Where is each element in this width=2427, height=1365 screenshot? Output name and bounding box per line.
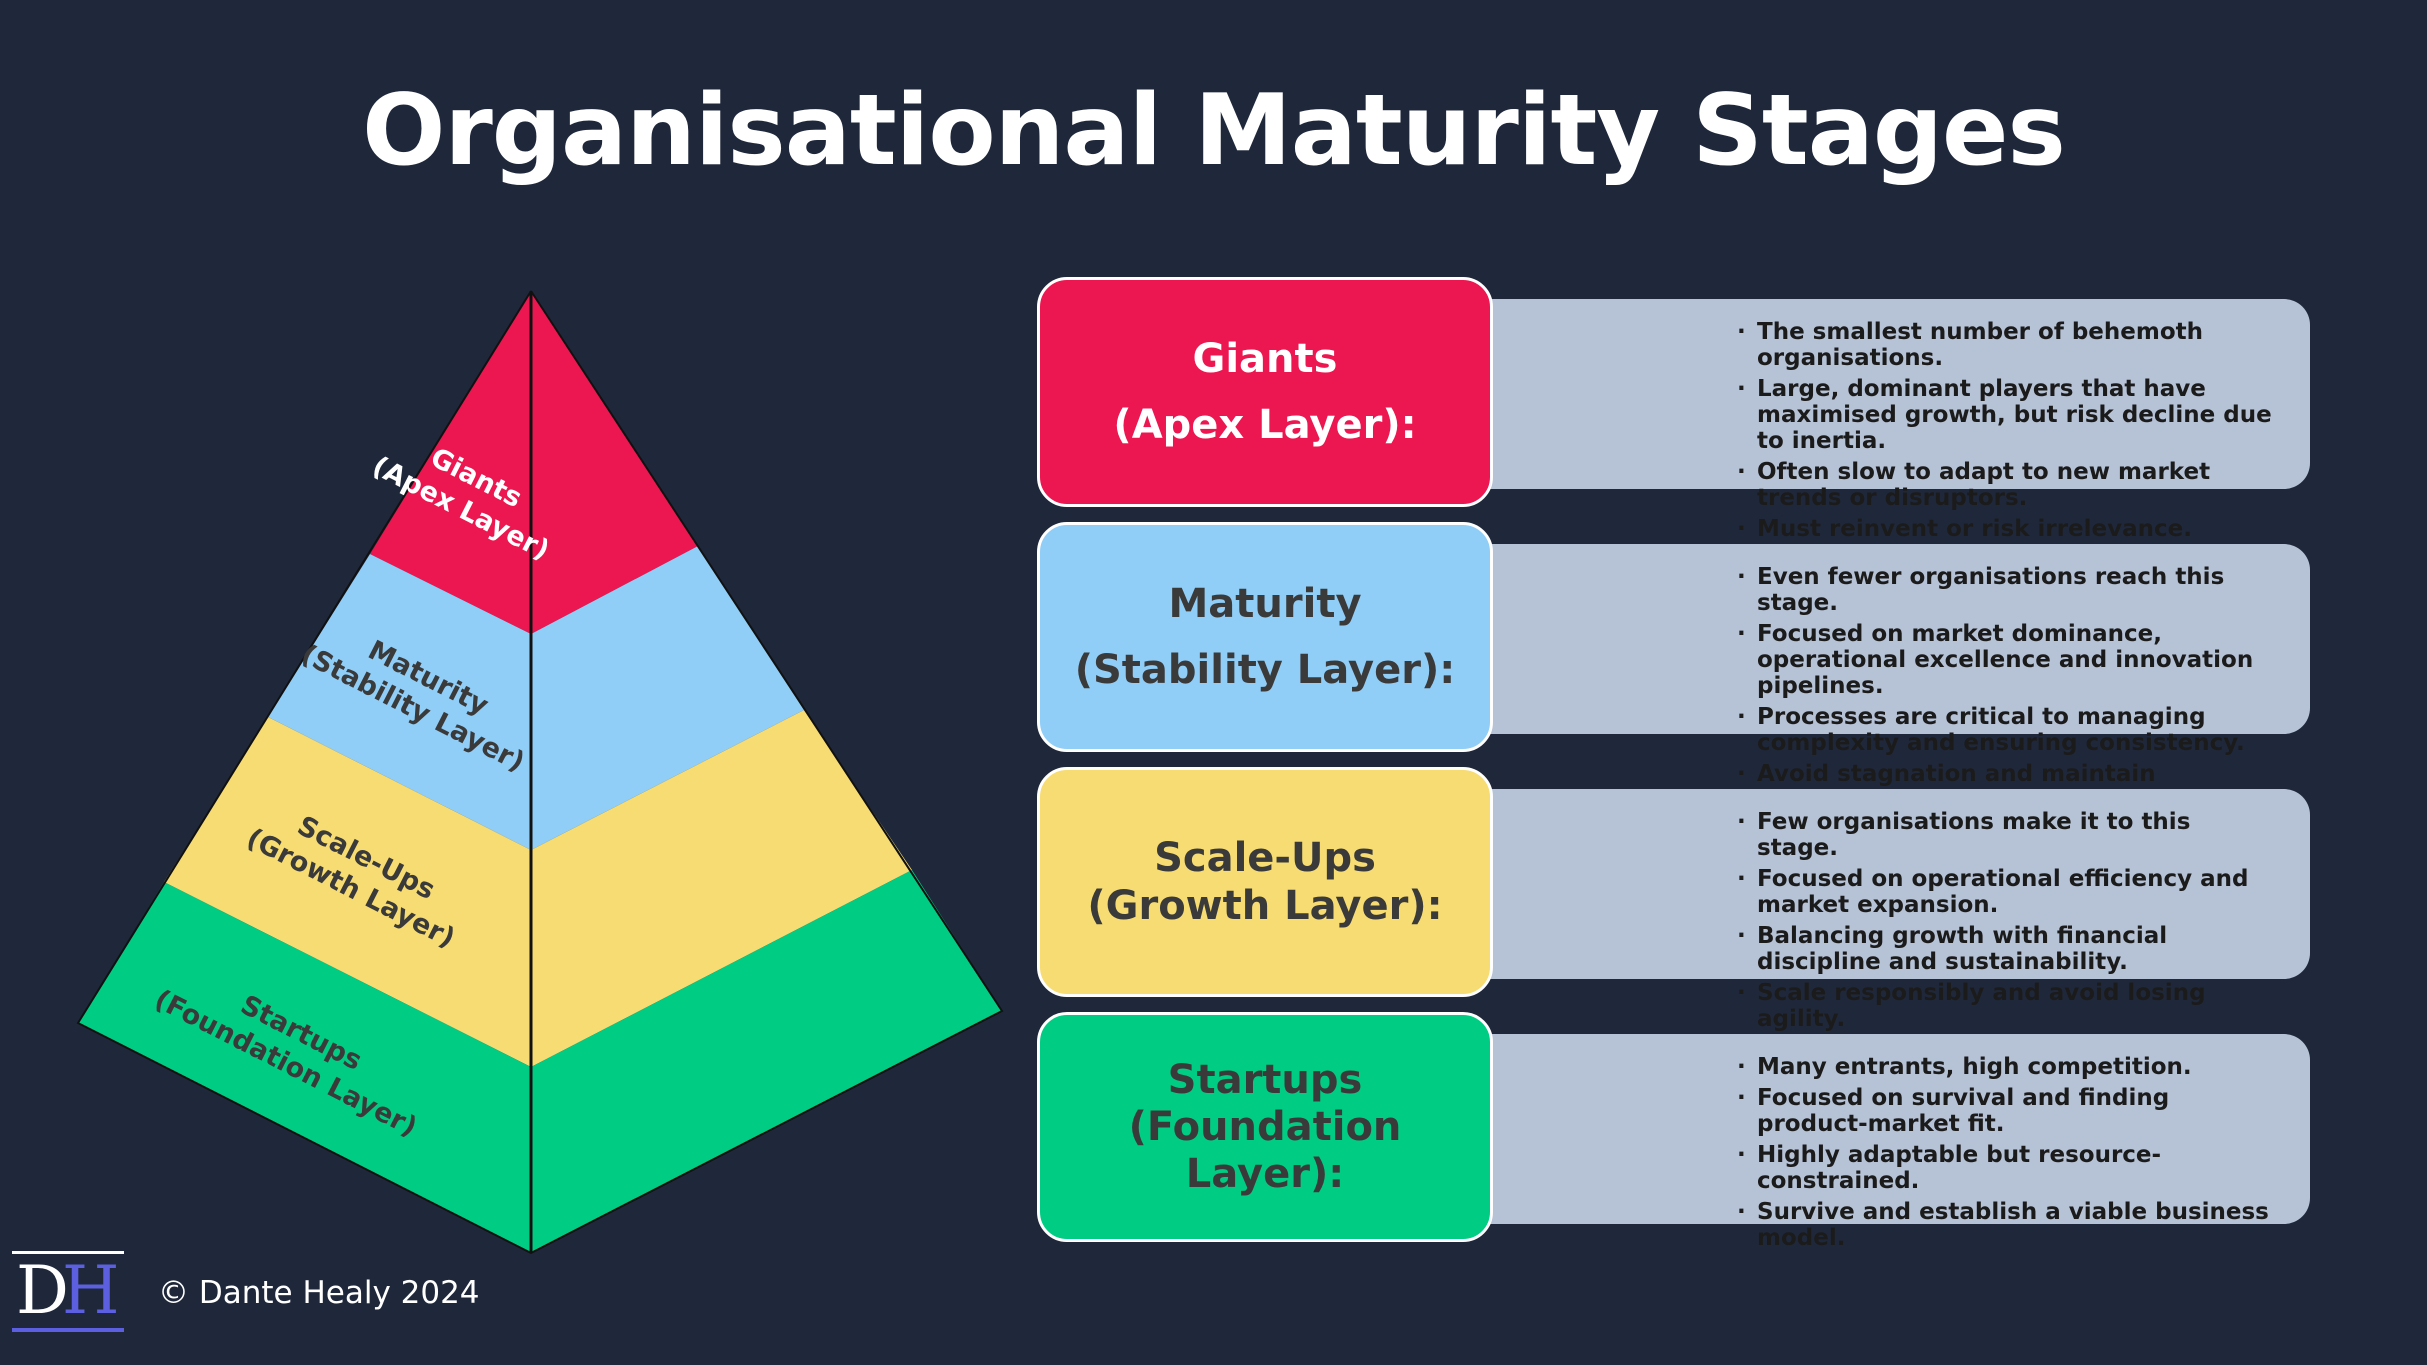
stage-bullet: Few organisations make it to this stage. xyxy=(1737,809,2276,861)
stage-row-giants: The smallest number of behemoth organisa… xyxy=(1037,277,2310,542)
dh-logo: D H xyxy=(12,1251,124,1333)
stage-bullet: Must reinvent or risk irrelevance. xyxy=(1737,516,2276,542)
stage-layer: (Stability Layer): xyxy=(1074,647,1456,693)
stage-name: Giants xyxy=(1192,336,1338,382)
stage-bullet: Scale responsibly and avoid losing agili… xyxy=(1737,980,2276,1032)
stage-bullets-scaleups: Few organisations make it to this stage.… xyxy=(1737,809,2276,1032)
stage-layer: (Growth Layer): xyxy=(1087,883,1443,929)
stage-layer-line1: (Foundation xyxy=(1128,1103,1402,1150)
stage-row-maturity: Even fewer organisations reach this stag… xyxy=(1037,522,2310,813)
stage-bullet: Survive and establish a viable business … xyxy=(1737,1199,2276,1251)
pyramid-layer-maturity xyxy=(268,546,804,850)
stage-name: Scale-Ups xyxy=(1154,835,1376,881)
stage-bullet: Focused on operational efficiency and ma… xyxy=(1737,866,2276,918)
stage-bullet: Often slow to adapt to new market trends… xyxy=(1737,459,2276,511)
stage-name: Maturity xyxy=(1168,581,1362,627)
stage-bullet: Processes are critical to managing compl… xyxy=(1737,704,2276,756)
pyramid-diagram: Giants (Apex Layer) Maturity (Stability … xyxy=(76,290,1004,1255)
logo-letter-d: D xyxy=(16,1252,69,1329)
stage-layer: (Apex Layer): xyxy=(1113,402,1417,448)
copyright-text: © Dante Healy 2024 xyxy=(158,1275,480,1311)
stage-row-scaleups: Few organisations make it to this stage.… xyxy=(1037,767,2310,1032)
stage-bullet: Focused on survival and finding product-… xyxy=(1737,1085,2276,1137)
stage-card-maturity: Maturity (Stability Layer): xyxy=(1037,522,1493,752)
pyramid-layer-giants xyxy=(370,291,698,634)
pyramid-layer-startups xyxy=(78,870,1002,1253)
page-title: Organisational Maturity Stages xyxy=(362,74,2066,188)
logo-bottom-rule xyxy=(12,1328,124,1332)
stage-card-giants: Giants (Apex Layer): xyxy=(1037,277,1493,507)
stage-bullet: The smallest number of behemoth organisa… xyxy=(1737,319,2276,371)
stage-bullet: Even fewer organisations reach this stag… xyxy=(1737,564,2276,616)
pyramid-layer-scaleups xyxy=(164,710,912,1067)
stage-card-scaleups: Scale-Ups (Growth Layer): xyxy=(1037,767,1493,997)
logo-letter-h: H xyxy=(62,1252,120,1329)
stage-name: Startups xyxy=(1167,1056,1363,1103)
stage-row-startups: Many entrants, high competition. Focused… xyxy=(1037,1012,2310,1251)
stage-card-startups: Startups (Foundation Layer): xyxy=(1037,1012,1493,1242)
stage-bullet: Balancing growth with financial discipli… xyxy=(1737,923,2276,975)
logo-top-rule xyxy=(12,1251,124,1254)
stage-bullets-startups: Many entrants, high competition. Focused… xyxy=(1737,1054,2276,1251)
stage-bullet: Large, dominant players that have maximi… xyxy=(1737,376,2276,454)
stage-layer-line2: Layer): xyxy=(1185,1150,1345,1197)
stage-bullet: Focused on market dominance, operational… xyxy=(1737,621,2276,699)
stage-bullet: Highly adaptable but resource-constraine… xyxy=(1737,1142,2276,1194)
stage-bullet: Many entrants, high competition. xyxy=(1737,1054,2276,1080)
stage-bullets-maturity: Even fewer organisations reach this stag… xyxy=(1737,564,2276,813)
stage-bullets-giants: The smallest number of behemoth organisa… xyxy=(1737,319,2276,542)
